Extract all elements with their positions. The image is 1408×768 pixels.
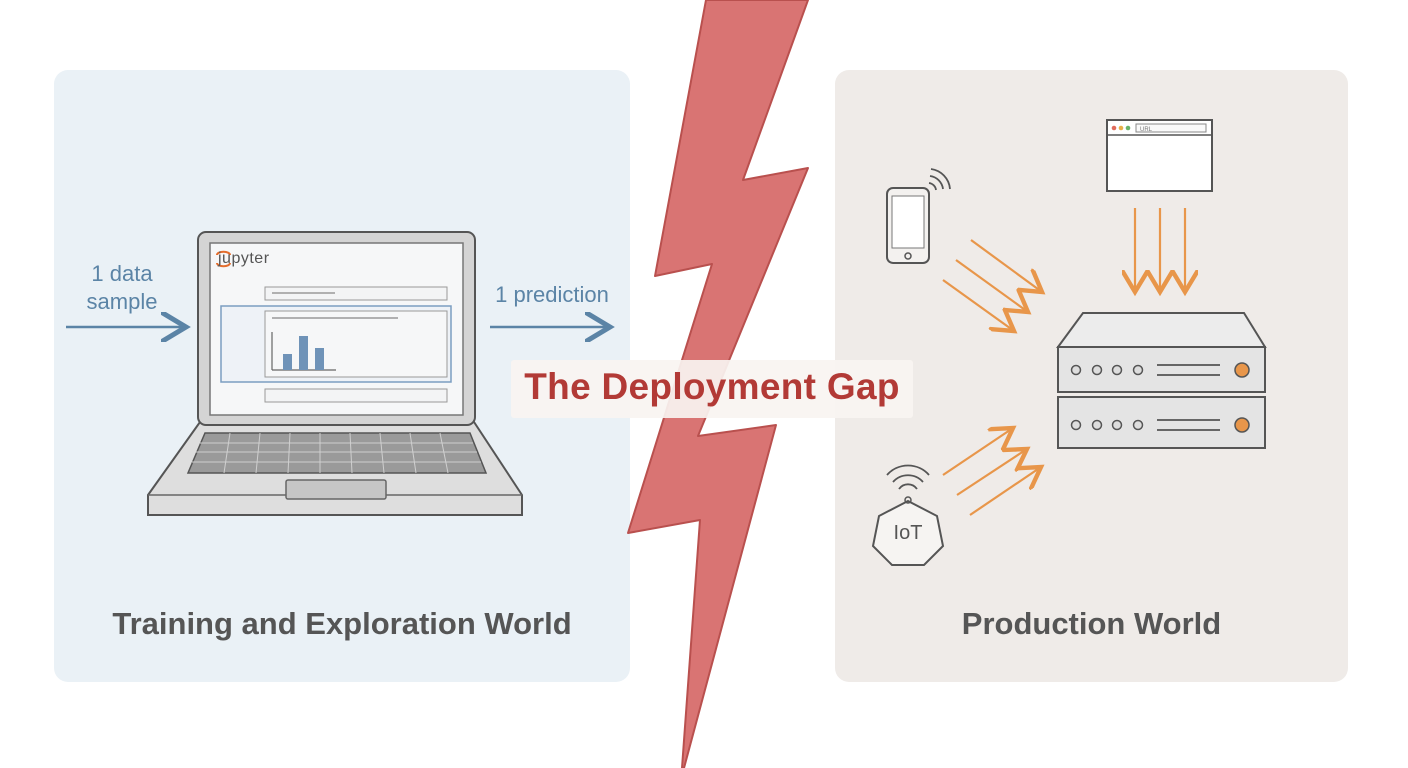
iot-device-icon xyxy=(871,496,945,566)
trackpad xyxy=(285,479,387,500)
phone-signal-icon xyxy=(928,168,951,191)
iot-label: IoT xyxy=(893,522,923,544)
server-stack-icon xyxy=(1056,312,1267,449)
request-arrows xyxy=(942,208,1185,516)
browser-url-text: URL xyxy=(1140,127,1153,133)
jupyter-brand-label: jupyter xyxy=(218,250,270,267)
production-world-title: Production World xyxy=(961,606,1222,641)
mini-bar-chart-icon xyxy=(271,332,336,371)
title-background xyxy=(511,360,913,418)
input-label-line2: sample xyxy=(86,289,158,314)
smartphone-icon xyxy=(886,187,930,264)
deployment-gap-title: The Deployment Gap xyxy=(524,366,900,407)
input-label-line1: 1 data xyxy=(91,261,153,286)
browser-window-icon: URL xyxy=(1106,119,1213,192)
training-world-title: Training and Exploration World xyxy=(112,606,572,641)
iot-signal-icon xyxy=(886,464,930,490)
keyboard xyxy=(186,432,488,474)
jupyter-logo-icon xyxy=(216,250,231,268)
output-label: 1 prediction xyxy=(495,282,609,307)
laptop-icon xyxy=(147,231,523,516)
